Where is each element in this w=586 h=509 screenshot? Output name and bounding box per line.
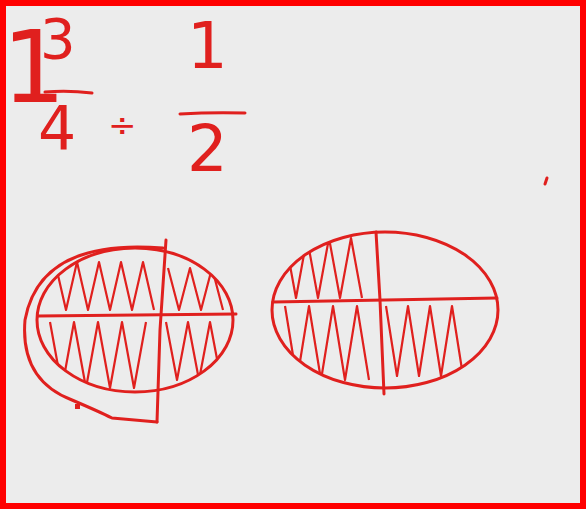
denominator: 2 — [187, 112, 228, 186]
label-holder: 2 — [187, 117, 228, 181]
hatch-scribble — [285, 306, 369, 380]
ink-mark — [545, 178, 547, 184]
whole-oval — [272, 232, 498, 388]
divider-line — [157, 240, 166, 422]
hatch-scribble — [168, 268, 223, 310]
shading — [285, 238, 463, 380]
label-holder: 1 — [187, 14, 228, 78]
divider-line — [376, 232, 384, 394]
hatch-scribble — [166, 322, 221, 380]
divider-line — [273, 298, 497, 302]
hatch-scribble — [285, 238, 362, 298]
numerator: 1 — [187, 9, 228, 83]
denominator: 4 — [38, 93, 76, 163]
whole-oval — [37, 248, 233, 392]
hatch-scribble — [50, 322, 146, 388]
ink-dot — [75, 404, 80, 409]
label-holder: ÷ — [108, 108, 137, 142]
numerator: 3 — [40, 6, 76, 71]
grouping-loop — [25, 247, 163, 422]
hatch-scribble — [386, 306, 463, 376]
division-sign: ÷ — [108, 105, 137, 145]
shading — [50, 262, 223, 388]
label-holder: 4 — [38, 98, 76, 158]
hatch-scribble — [55, 262, 154, 310]
label-holder: 3 — [40, 11, 76, 67]
divider-line — [38, 314, 236, 316]
